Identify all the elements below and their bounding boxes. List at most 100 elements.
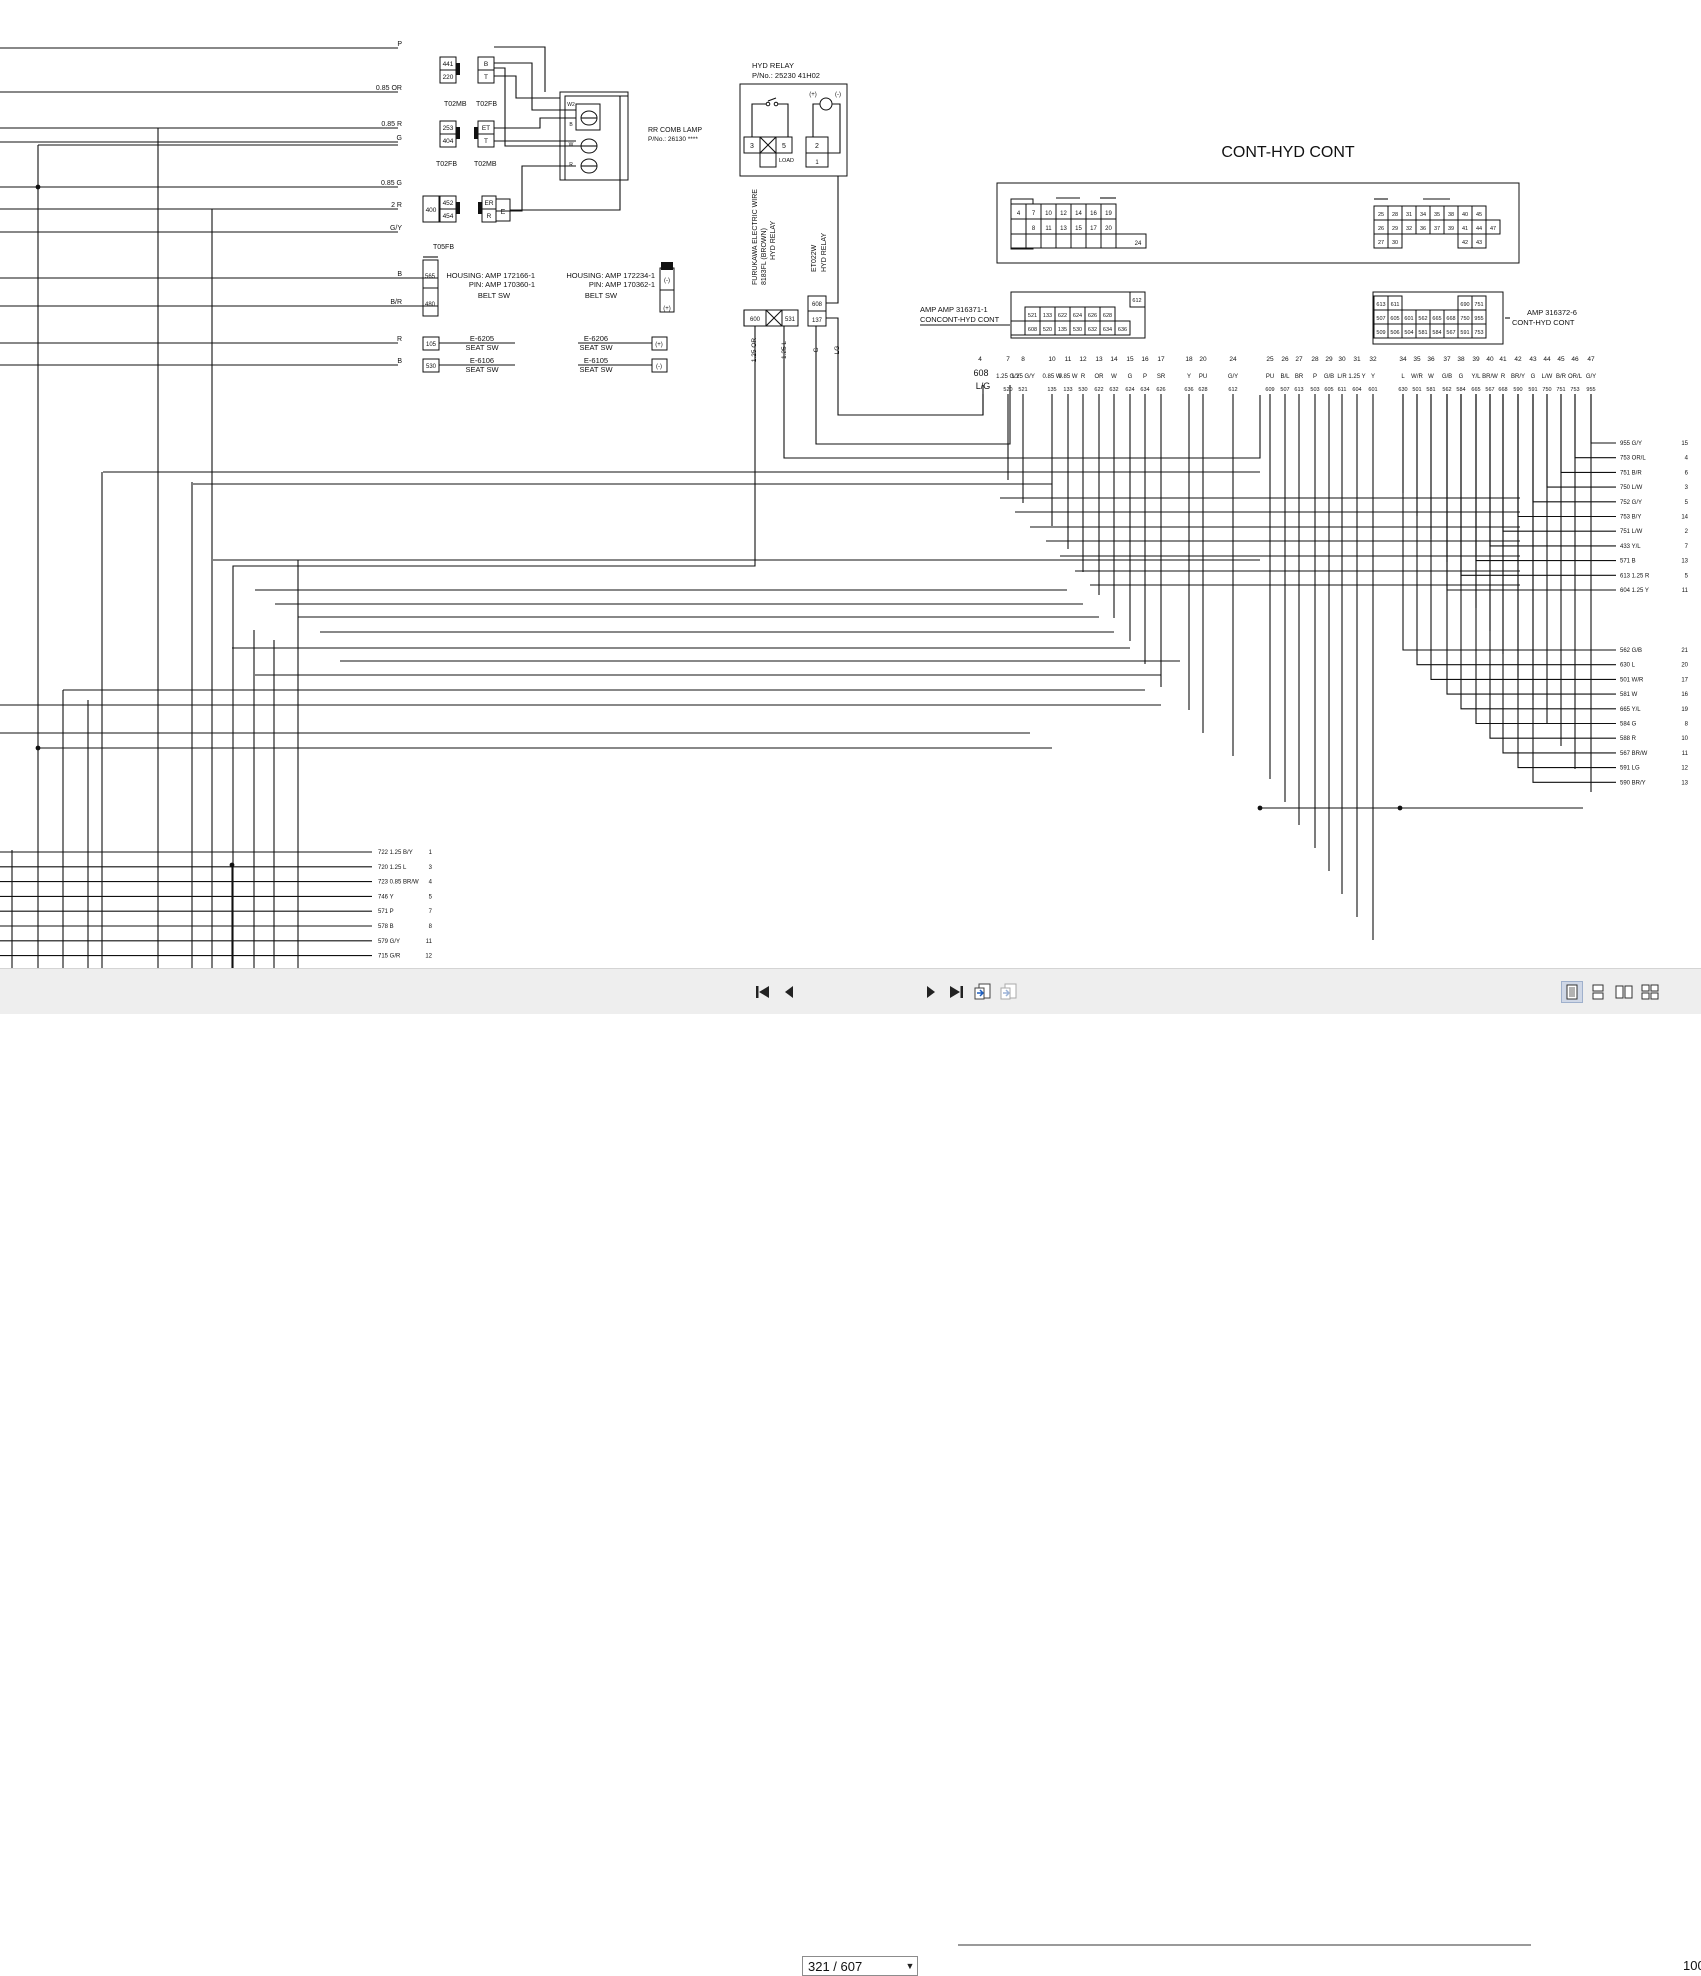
connector-a-sub: CONCONT-HYD CONT (920, 315, 1000, 324)
connector-pin: 11 (1045, 226, 1052, 232)
wire-list-label: 752 G/Y (1620, 500, 1642, 506)
first-page-icon[interactable] (752, 981, 774, 1003)
harness-wire (1560, 394, 1616, 473)
connector-pin: 591 (1460, 330, 1469, 336)
wire-code-label: 501 (1412, 387, 1421, 393)
last-page-icon[interactable] (945, 981, 967, 1003)
connector-pin: 40 (1462, 212, 1468, 218)
wire-list-label: 571 B (1620, 559, 1636, 565)
horizontal-scrollbar[interactable] (958, 1944, 1531, 1946)
wire-list-label: 571 P (378, 909, 394, 915)
page-number-field[interactable]: 321 / 607 ▼ (802, 1956, 918, 1976)
chevron-down-icon[interactable]: ▼ (905, 1961, 915, 1971)
connector-pin: 611 (1391, 302, 1400, 308)
wire-list-label: 591 LG (1620, 766, 1640, 772)
wire-color-label: B/L (1280, 374, 1290, 380)
wire-color-label: G/B (1442, 374, 1452, 380)
continuous-facing-icon[interactable] (1639, 981, 1661, 1003)
belt-switch-connector (659, 289, 675, 313)
facing-icon[interactable] (1613, 981, 1635, 1003)
wire-code-label: 630 (1398, 387, 1407, 393)
wire-list-label: 751 L/W (1620, 529, 1643, 535)
relay-wire-label: 1.25 L (781, 341, 788, 359)
pin-number: 31 (1353, 356, 1361, 363)
connector-label: T02MB (444, 101, 467, 108)
connector-pin: 955 (1474, 316, 1483, 322)
connector-pin: (-) (656, 364, 662, 370)
next-page-icon[interactable] (920, 981, 942, 1003)
wire-color-label: G (1531, 374, 1536, 380)
connector-cell (1471, 233, 1487, 249)
previous-view-icon[interactable] (972, 981, 994, 1003)
connector-pin: 521 (1028, 313, 1037, 319)
next-view-icon[interactable] (998, 981, 1020, 1003)
wire-code-label: 634 (1140, 387, 1149, 393)
wire-list-pin: 11 (426, 939, 433, 945)
harness-wire (1489, 394, 1616, 547)
handwritten-note: 608 (973, 368, 988, 378)
left-wire-label: P (397, 41, 402, 48)
wire-list-pin: 12 (1681, 766, 1688, 772)
wire-color-label: OR (1095, 374, 1105, 380)
relay-housing (739, 83, 848, 177)
connector-pin: 133 (1043, 313, 1052, 319)
belt-pin-label: PIN: AMP 170360-1 (469, 280, 535, 289)
relay-pin (759, 152, 777, 168)
relay-pin: 2 (815, 143, 819, 150)
connector-pin: 480 (425, 302, 436, 308)
connector-pin: 42 (1462, 240, 1468, 246)
connector-pin: 30 (1392, 240, 1398, 246)
wire-code-label: 955 (1586, 387, 1595, 393)
lamp-name: RR COMB LAMP (648, 127, 702, 134)
wire-list-label: 630 L (1620, 663, 1636, 669)
previous-page-icon[interactable] (778, 981, 800, 1003)
pin-number: 44 (1543, 356, 1551, 363)
wire-list-label: 567 BR/W (1620, 751, 1648, 757)
connector-pin: 668 (1446, 316, 1455, 322)
seat-switch-code: E-6205 (470, 334, 494, 343)
connector-pin: 750 (1460, 316, 1469, 322)
pin-number: 12 (1079, 356, 1087, 363)
seat-switch-label: SEAT SW (579, 365, 613, 374)
connector-pin: 14 (1075, 211, 1082, 217)
wire-list-label: 581 W (1620, 692, 1638, 698)
socket-t05-pin: R (487, 213, 492, 220)
connector-pin: 135 (1058, 327, 1067, 333)
single-page-icon[interactable] (1561, 981, 1583, 1003)
wire-list-pin: 3 (429, 865, 433, 871)
harness-wire (1546, 394, 1616, 488)
junction-dot (229, 862, 235, 868)
relay-pin: 3 (750, 143, 754, 150)
wire-code-label: 613 (1294, 387, 1303, 393)
wire (494, 117, 576, 129)
socket-t05-pin: ER (484, 200, 493, 207)
wire-color-label: W/R (1411, 374, 1423, 380)
wire-list-pin: 5 (1685, 500, 1689, 506)
connector-frame (996, 182, 1520, 264)
wire-code-label: 622 (1094, 387, 1103, 393)
wire-color-label: G/B (1324, 374, 1334, 380)
connector-t05fb (422, 195, 440, 223)
left-wire-label: B (397, 271, 402, 278)
harness-wire (1574, 394, 1616, 459)
wire-color-label: 1.25 G/Y (996, 374, 1020, 380)
page-indicator: 321 / 607 (808, 1958, 863, 1974)
connector-body (1010, 291, 1146, 339)
relay-x (759, 136, 777, 154)
wire-color-label: W (1428, 374, 1434, 380)
harness-wire (1532, 394, 1616, 783)
connector-latch (456, 202, 460, 214)
wire-color-label: B/R (1556, 374, 1567, 380)
wire-code-label: 604 (1352, 387, 1361, 393)
harness-wire (1517, 394, 1616, 769)
zoom-level[interactable]: 100% (1683, 1958, 1701, 1973)
pin-number: 17 (1157, 356, 1165, 363)
wire-color-label: PU (1266, 374, 1274, 380)
connector-pin: 34 (1420, 212, 1426, 218)
wire-list-label: 753 B/Y (1620, 515, 1641, 521)
continuous-icon[interactable] (1587, 981, 1609, 1003)
connector-pin: 43 (1476, 240, 1482, 246)
socket-t02fb-pin: T (484, 74, 488, 81)
wire-color-label: BR/W (1482, 374, 1498, 380)
